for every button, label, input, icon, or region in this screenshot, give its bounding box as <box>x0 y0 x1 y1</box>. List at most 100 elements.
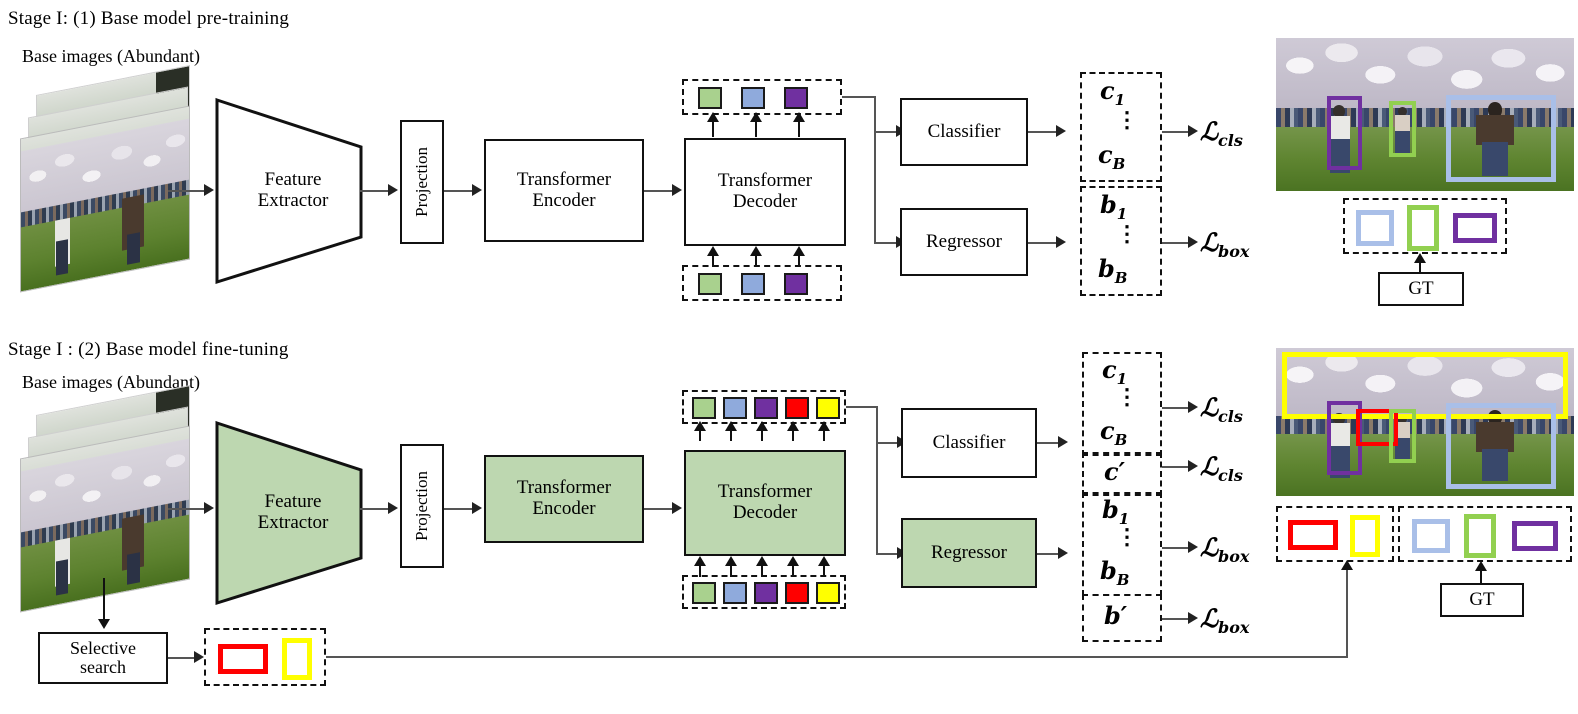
stage1-gt-box-group <box>1343 198 1507 254</box>
token-purple-query <box>784 273 808 295</box>
token-purple-query <box>754 582 778 604</box>
stage2-result-image <box>1276 348 1574 496</box>
arrow-head-query-up2-3 <box>756 556 768 566</box>
stage1-transformer-encoder[interactable]: Transformer Encoder <box>484 139 644 242</box>
stage2-b-prime: b′ <box>1104 601 1128 630</box>
arrow-head-token-up2-2 <box>725 421 737 431</box>
arrow-line-query-up-1 <box>712 255 714 267</box>
stage2-regressor[interactable]: Regressor <box>901 518 1037 588</box>
stage2-classifier[interactable]: Classifier <box>901 408 1037 478</box>
arrow-line-token-up2-5 <box>823 429 825 441</box>
stage2-c-prime: c′ <box>1104 457 1125 486</box>
arrow-head-token-up2-3 <box>756 421 768 431</box>
stage1-classifier-label: Classifier <box>927 120 1001 142</box>
arrow-line-query-up-2 <box>755 255 757 267</box>
stage2-gt-box-purple <box>1512 521 1558 551</box>
stage2-gt-box-green <box>1464 514 1496 558</box>
arrow-line-token-up-1 <box>712 120 714 137</box>
arrow-head-classifier-out <box>1056 125 1066 137</box>
stage1-image-box-blue <box>1445 94 1557 182</box>
stage2-loss-box-2: ℒbox <box>1200 604 1250 637</box>
long-connector-arrow-head <box>1341 560 1353 570</box>
stage2-decoder-label-1: Transformer <box>717 481 813 503</box>
arrow-line-encoder-to-decoder-2 <box>644 508 672 510</box>
branch-line-v <box>874 96 876 244</box>
arrow-line-token-up2-2 <box>730 429 732 441</box>
arrow-head-query-up2-5 <box>818 556 830 566</box>
arrow-line-query-up2-1 <box>699 565 701 577</box>
stage2-c-last: cB <box>1100 416 1128 449</box>
token-blue-output <box>741 87 765 109</box>
stage1-classifier[interactable]: Classifier <box>900 98 1028 166</box>
arrow-head-gt-up-2 <box>1475 561 1487 571</box>
arrow-head-box-loss <box>1188 236 1198 248</box>
arrow-line-query-up2-5 <box>823 565 825 577</box>
stage1-transformer-decoder[interactable]: Transformer Decoder <box>684 138 846 246</box>
arrow-line-query-up2-3 <box>761 565 763 577</box>
stage2-c-first: c1 <box>1102 355 1128 388</box>
stage2-encoder-label-2: Encoder <box>532 498 596 519</box>
gt-box-blue <box>1356 210 1394 246</box>
branch-line-to-classifier <box>874 131 900 133</box>
stage1-encoder-label-2: Encoder <box>532 189 596 211</box>
stage1-gt-block[interactable]: GT <box>1378 272 1464 306</box>
stage2-decoder-label-2: Decoder <box>732 502 798 523</box>
arrow-line-query-up2-4 <box>792 565 794 577</box>
stage1-b-first: b1 <box>1100 190 1128 223</box>
stage1-projection-block[interactable]: Projection <box>400 120 444 244</box>
arrow-head-query-up2-2 <box>725 556 737 566</box>
stage1-image-box-green <box>1389 100 1417 158</box>
arrow-head-image-to-extractor <box>204 184 214 196</box>
arrow-head-classifier-out-2 <box>1058 436 1068 448</box>
selective-search-label-2: search <box>80 657 126 677</box>
stage2-transformer-encoder[interactable]: Transformer Encoder <box>484 455 644 543</box>
stage1-projection-label: Projection <box>411 147 431 217</box>
arrow-head-projection-to-encoder <box>472 184 482 196</box>
stage1-encoder-label-1: Transformer <box>516 168 612 190</box>
stage1-title: Stage I: (1) Base model pre-training <box>8 8 290 29</box>
arrow-head-query-up-2 <box>750 246 762 256</box>
stage2-feature-extractor-label-1: Feature <box>264 491 322 513</box>
stage2-gt-block[interactable]: GT <box>1440 583 1524 617</box>
arrow-head-box-prime-loss <box>1188 612 1198 624</box>
stage2-image-box-green <box>1389 408 1417 464</box>
stage1-regressor[interactable]: Regressor <box>900 208 1028 276</box>
stage2-transformer-decoder[interactable]: Transformer Decoder <box>684 450 846 556</box>
selective-search-block[interactable]: Selective search <box>38 632 168 684</box>
arrow-line-cls-loss-2 <box>1162 407 1190 409</box>
arrow-line-image-to-extractor-2 <box>168 508 204 510</box>
stage1-query-token-group <box>682 265 842 301</box>
arrow-head-cls-loss <box>1188 125 1198 137</box>
stage2-feature-extractor[interactable]: Feature Extractor <box>214 420 364 606</box>
arrow-head-encoder-to-decoder-2 <box>672 502 682 514</box>
stage2-subtitle: Base images (Abundant) <box>22 372 200 392</box>
arrow-head-extractor-to-projection-2 <box>388 502 398 514</box>
stage1-box-output-group: b1 ⋮ bB <box>1080 186 1162 296</box>
stage1-feature-extractor[interactable]: Feature Extractor <box>214 97 364 285</box>
stage2-projection-label: Projection <box>411 471 431 541</box>
arrow-head-regressor-out <box>1056 236 1066 248</box>
arrow-line-selective-to-proposals <box>168 657 196 659</box>
stage2-projection-block[interactable]: Projection <box>400 444 444 568</box>
branch-line-to-regressor-2 <box>876 553 900 555</box>
arrow-line-gt-up-2 <box>1480 570 1482 584</box>
arrow-head-token-up2-1 <box>694 421 706 431</box>
arrow-line-image-to-extractor <box>168 190 204 192</box>
stage2-proposal-box-group <box>1276 506 1394 562</box>
stage2-class-prime-group: c′ <box>1082 452 1162 496</box>
arrow-line-token-up2-1 <box>699 429 701 441</box>
arrow-head-token-up-1 <box>707 112 719 122</box>
arrow-line-projection-to-encoder <box>444 190 472 192</box>
arrow-line-query-up-3 <box>798 255 800 267</box>
branch-line-h-top <box>842 96 876 98</box>
stage2-loss-cls-2: ℒcls <box>1200 452 1243 485</box>
arrow-head-token-up-3 <box>793 112 805 122</box>
branch-line-to-regressor <box>874 242 900 244</box>
arrow-line-projection-to-encoder-2 <box>444 508 472 510</box>
stage1-c-last: cB <box>1098 140 1126 173</box>
token-green-output <box>692 397 716 419</box>
stage1-regressor-label: Regressor <box>926 230 1002 252</box>
arrow-head-token-up2-5 <box>818 421 830 431</box>
stage2-classifier-label: Classifier <box>932 431 1006 453</box>
arrow-head-token-up-2 <box>750 112 762 122</box>
